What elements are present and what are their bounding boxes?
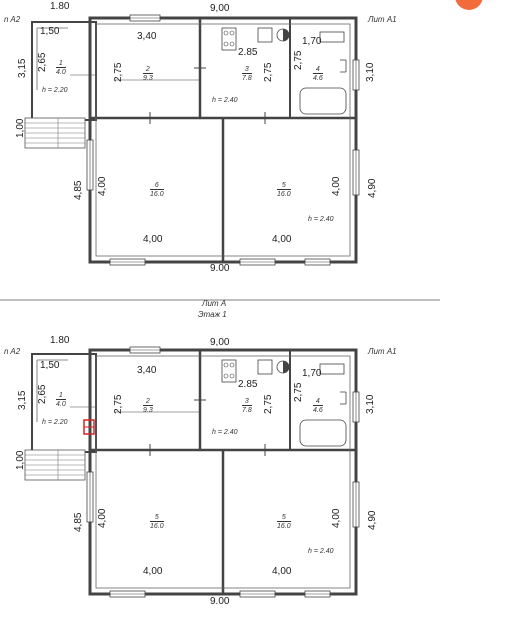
dim-4-00-right-2: 4,00 (331, 508, 342, 528)
dim-2-75-c: 2,75 (293, 50, 304, 70)
dim-4-00-right: 4,00 (331, 176, 342, 196)
dim-1-70-2: 1,70 (302, 368, 322, 379)
orange-circle-badge (455, 0, 483, 10)
dim-1-80: 1.80 (50, 1, 70, 12)
dim-4-00-bottom-a-2: 4,00 (143, 566, 163, 577)
dim-9-00-top-2: 9,00 (210, 337, 230, 348)
height-2-40-b-2: h = 2.40 (308, 548, 334, 555)
dim-1-70: 1,70 (302, 36, 322, 47)
lit-a2-label-2: n A2 (4, 347, 21, 356)
dim-1-80-2: 1.80 (50, 335, 70, 346)
lit-a2-label: n A2 (4, 15, 21, 24)
dim-9-00-top: 9,00 (210, 3, 230, 14)
dim-9-00-bottom-2: 9.00 (210, 596, 230, 607)
dim-2-65-2: 2,65 (37, 384, 48, 404)
dim-4-00-bottom-a: 4,00 (143, 234, 163, 245)
dim-4-85: 4,85 (73, 180, 84, 200)
dim-3-10: 3,10 (365, 62, 376, 82)
dim-4-90-2: 4,90 (367, 510, 378, 530)
caption-floor: Этаж 1 (198, 310, 227, 319)
dim-3-40: 3,40 (137, 31, 157, 42)
height-2-20-2: h = 2.20 (42, 419, 68, 426)
dim-4-85-2: 4,85 (73, 512, 84, 532)
dim-1-00-2: 1,00 (15, 450, 26, 470)
dim-2-85-2: 2.85 (238, 379, 258, 390)
dim-3-10-2: 3,10 (365, 394, 376, 414)
dim-2-75-b: 2,75 (263, 62, 274, 82)
dim-2-75-b-2: 2,75 (263, 394, 274, 414)
lit-a1-label-2: Лит A1 (368, 347, 397, 356)
height-2-40-a: h = 2.40 (212, 97, 238, 104)
dim-3-15: 3,15 (17, 58, 28, 78)
dim-4-00-left-2: 4,00 (97, 508, 108, 528)
height-2-20: h = 2.20 (42, 87, 68, 94)
dim-1-50-2: 1,50 (40, 360, 60, 371)
dim-4-90: 4,90 (367, 178, 378, 198)
plan-bottom-geometry (23, 345, 361, 599)
dim-1-50: 1,50 (40, 26, 60, 37)
caption-lit: Лит A (202, 299, 227, 308)
dim-2-65: 2,65 (37, 52, 48, 72)
dim-9-00-bottom: 9.00 (210, 263, 230, 274)
dim-4-00-bottom-b-2: 4,00 (272, 566, 292, 577)
dim-3-40-2: 3,40 (137, 365, 157, 376)
dim-2-85: 2.85 (238, 47, 258, 58)
dim-2-75-c-2: 2,75 (293, 382, 304, 402)
dim-3-15-2: 3,15 (17, 390, 28, 410)
dim-1-00: 1,00 (15, 118, 26, 138)
lit-a1-label: Лит A1 (368, 15, 397, 24)
dim-4-00-left: 4,00 (97, 176, 108, 196)
height-2-40-b: h = 2.40 (308, 216, 334, 223)
plan-top-geometry (23, 13, 361, 267)
dim-2-75-a: 2,75 (113, 62, 124, 82)
dim-4-00-bottom-b: 4,00 (272, 234, 292, 245)
height-2-40-a-2: h = 2.40 (212, 429, 238, 436)
dim-2-75-a-2: 2,75 (113, 394, 124, 414)
